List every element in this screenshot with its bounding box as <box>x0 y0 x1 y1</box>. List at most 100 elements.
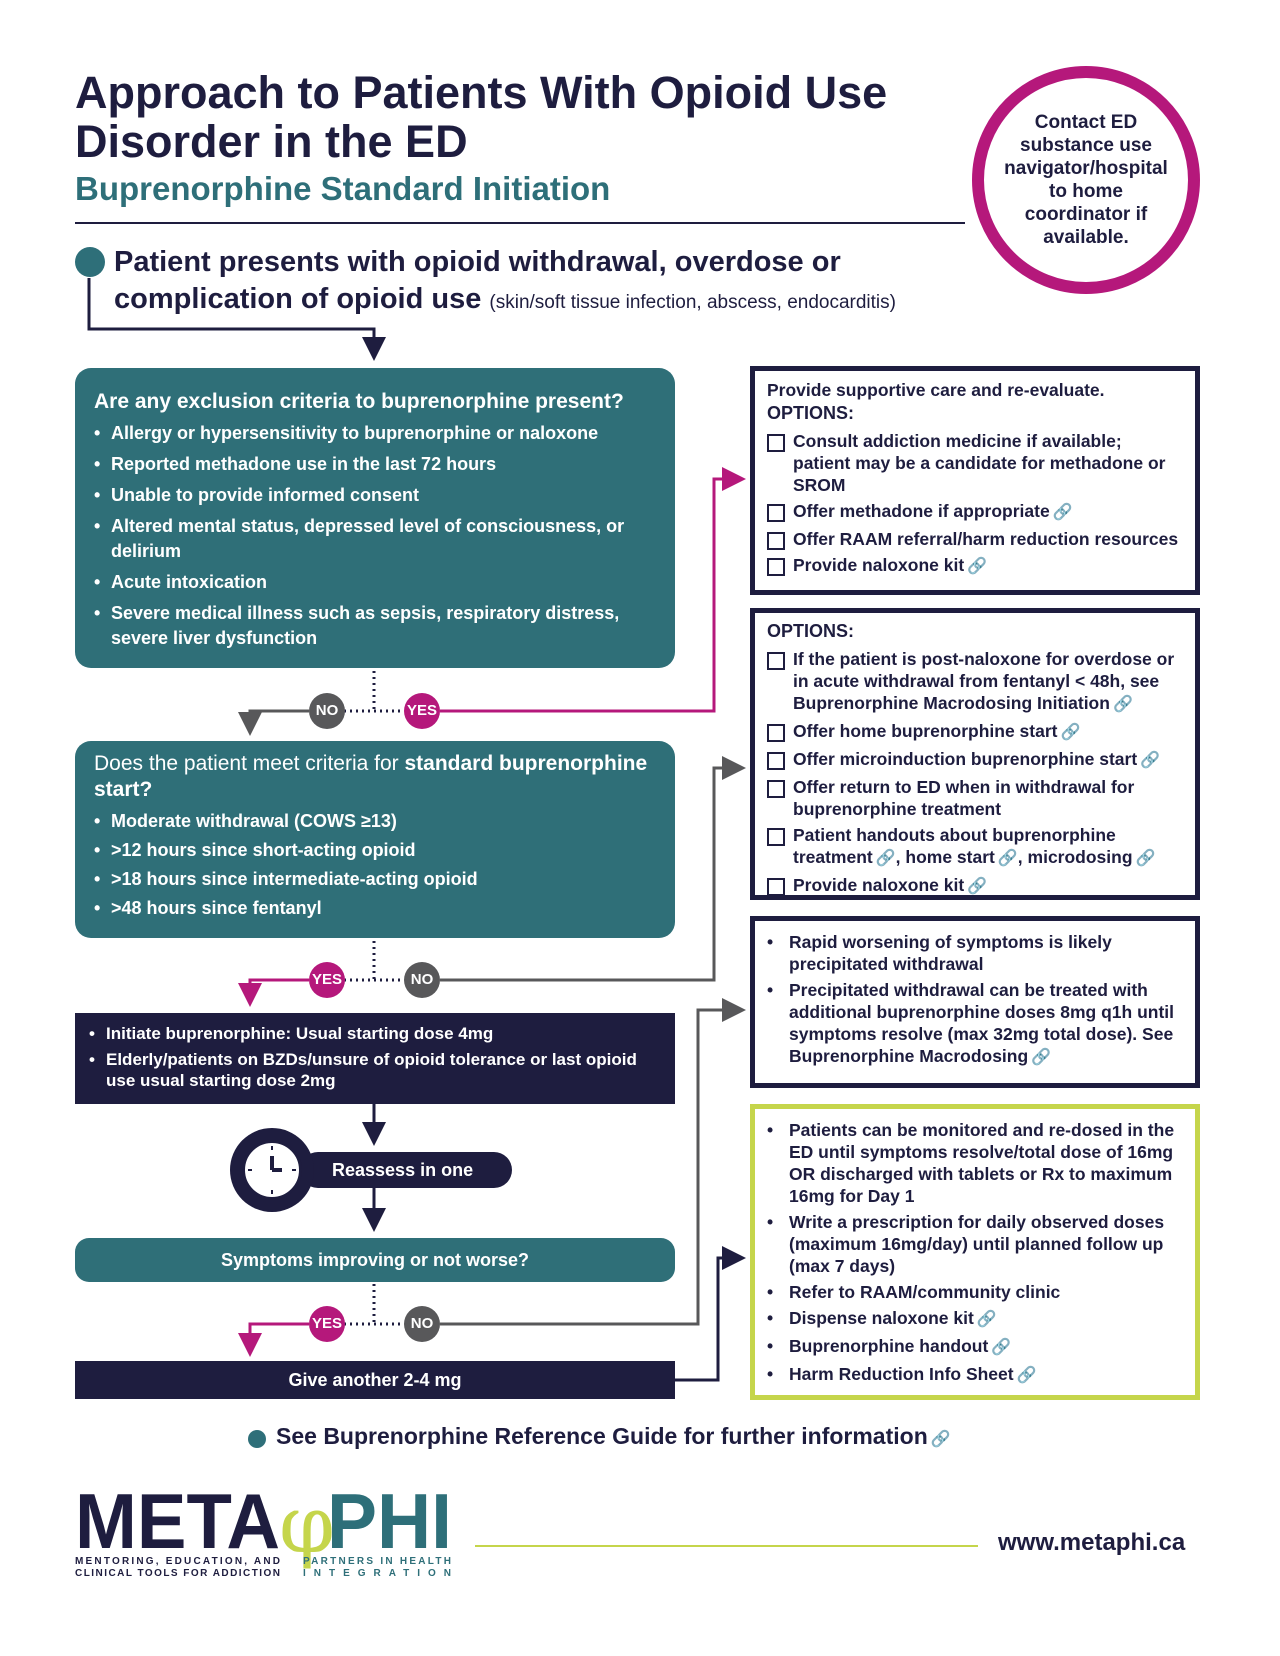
precipitated-withdrawal-box: Rapid worsening of symptoms is likely pr… <box>750 916 1200 1088</box>
criteria-item: >12 hours since short-acting opioid <box>94 838 656 862</box>
initiate-item: Elderly/patients on BZDs/unsure of opioi… <box>89 1049 661 1091</box>
box1-item-text: Offer RAAM referral/harm reduction resou… <box>793 529 1179 549</box>
link-icon[interactable]: 🔗 <box>976 1311 997 1328</box>
criteria-question: Does the patient meet criteria for stand… <box>94 751 656 803</box>
link-icon[interactable]: 🔗 <box>1112 696 1133 713</box>
link-icon[interactable]: 🔗 <box>1060 724 1081 741</box>
box1-item-text: Offer methadone if appropriate <box>793 501 1050 521</box>
contact-circle: Contact ED substance use navigator/hospi… <box>972 66 1200 294</box>
handouts-micro: , microdosing <box>1017 847 1133 867</box>
logo-right-word: PHI <box>327 1480 452 1565</box>
yes-badge: YES <box>309 962 345 998</box>
criteria-item: >48 hours since fentanyl <box>94 896 656 920</box>
link-icon[interactable]: 🔗 <box>1031 1049 1052 1066</box>
give-another-box: Give another 2-4 mg <box>75 1361 675 1399</box>
options-box: OPTIONS: If the patient is post-naloxone… <box>750 608 1200 900</box>
box2-item-text: If the patient is post-naloxone for over… <box>793 649 1175 713</box>
presentation-text: Patient presents with opioid withdrawal,… <box>114 244 994 321</box>
box2-item-text: Offer return to ED when in withdrawal fo… <box>793 777 1135 819</box>
reassess-pill: Reassess in one hour <box>300 1152 512 1216</box>
symptoms-question-box: Symptoms improving or not worse? <box>75 1238 675 1282</box>
connector-give-box4 <box>675 1246 746 1382</box>
exclusion-question: Are any exclusion criteria to buprenorph… <box>94 390 624 413</box>
presentation-detail: (skin/soft tissue infection, abscess, en… <box>489 292 896 313</box>
reassess-label: Reassess in one hour <box>318 1160 474 1216</box>
no-badge: NO <box>309 693 345 729</box>
page-subtitle: Buprenorphine Standard Initiation <box>75 170 611 207</box>
box4-item: Patients can be monitored and re-dosed i… <box>767 1119 1183 1207</box>
link-icon[interactable]: 🔗 <box>1052 504 1073 521</box>
logo-phi-glyph: φ <box>279 1480 335 1571</box>
link-icon[interactable]: 🔗 <box>1140 752 1161 769</box>
link-icon[interactable]: 🔗 <box>967 878 988 895</box>
exclusion-item: Allergy or hypersensitivity to buprenorp… <box>94 421 656 446</box>
box1-item-text: Provide naloxone kit <box>793 555 965 575</box>
handouts-text: Patient handouts about buprenorphine tre… <box>793 825 1116 867</box>
logo-right-tag-1: PARTNERS IN HEALTH <box>303 1556 451 1567</box>
box2-item-text: Offer home buprenorphine start <box>793 721 1058 741</box>
box1-item: Provide naloxone kit🔗 <box>767 554 1183 578</box>
box2-item: Offer microinduction buprenorphine start… <box>767 748 1183 772</box>
box2-item: If the patient is post-naloxone for over… <box>767 648 1183 716</box>
link-icon[interactable]: 🔗 <box>967 558 988 575</box>
criteria-item: Moderate withdrawal (COWS ≥13) <box>94 809 656 833</box>
criteria-question-bold: standard buprenorphine start? <box>94 752 648 801</box>
no-badge: NO <box>404 1306 440 1342</box>
box2-options-label: OPTIONS: <box>767 621 855 641</box>
consult-or: or <box>1147 453 1166 473</box>
exclusion-item: Severe medical illness such as sepsis, r… <box>94 601 656 651</box>
box1-item: Offer RAAM referral/harm reduction resou… <box>767 528 1183 550</box>
criteria-item: >18 hours since intermediate-acting opio… <box>94 867 656 891</box>
box1-item-consult: Consult addiction medicine if available;… <box>767 430 1183 496</box>
connector-crit-dots <box>344 941 404 982</box>
box2-item: Offer home buprenorphine start🔗 <box>767 720 1183 744</box>
discharge-box: Patients can be monitored and re-dosed i… <box>750 1104 1200 1400</box>
link-icon[interactable]: 🔗 <box>1016 1367 1037 1384</box>
box4-item-text: Buprenorphine handout <box>789 1336 989 1356</box>
box4-item-text: Harm Reduction Info Sheet <box>789 1364 1014 1384</box>
logo-left-tag-1: MENTORING, EDUCATION, AND <box>75 1556 280 1567</box>
symptoms-question: Symptoms improving or not worse? <box>220 1250 530 1270</box>
box4-item: Buprenorphine handout🔗 <box>767 1335 1183 1359</box>
box2-item: Provide naloxone kit🔗 <box>767 874 1183 898</box>
connector-crit-yes <box>238 978 309 1007</box>
exclusion-item: Altered mental status, depressed level o… <box>94 514 656 564</box>
yes-badge: YES <box>309 1306 345 1342</box>
box4-item-text: Dispense naloxone kit <box>789 1308 974 1328</box>
box2-item-handouts: Patient handouts about buprenorphine tre… <box>767 824 1183 870</box>
connector-excl-no <box>238 709 309 736</box>
link-icon[interactable]: 🔗 <box>1135 850 1156 867</box>
exclusion-item: Unable to provide informed consent <box>94 483 656 508</box>
connector-excl-dots <box>344 671 404 713</box>
link-icon[interactable]: 🔗 <box>930 1431 951 1448</box>
clock-face <box>242 1140 302 1200</box>
header-divider <box>75 222 965 224</box>
box1-intro: Provide supportive care and re-evaluate. <box>767 380 1105 400</box>
box3-item: Rapid worsening of symptoms is likely pr… <box>767 931 1183 975</box>
box1-item: Offer methadone if appropriate🔗 <box>767 500 1183 524</box>
contact-text: Contact ED substance use navigator/hospi… <box>1004 112 1168 248</box>
link-icon[interactable]: 🔗 <box>875 850 896 867</box>
box3-item-text: Precipitated withdrawal can be treated w… <box>789 980 1175 1066</box>
box4-item: Harm Reduction Info Sheet🔗 <box>767 1363 1183 1387</box>
box2-item: Offer return to ED when in withdrawal fo… <box>767 776 1183 820</box>
criteria-question-start: Does the patient meet criteria for <box>94 752 399 775</box>
link-icon[interactable]: 🔗 <box>991 1339 1012 1356</box>
box4-item: Refer to RAAM/community clinic <box>767 1281 1183 1303</box>
box4-item: Write a prescription for daily observed … <box>767 1211 1183 1277</box>
standard-start-criteria-box: Does the patient meet criteria for stand… <box>75 741 675 938</box>
consult-text: Consult addiction medicine if available;… <box>793 431 1122 473</box>
connector-symp-dots <box>344 1284 404 1326</box>
logo-left-word: META <box>75 1480 280 1565</box>
reference-guide-link[interactable]: See Buprenorphine Reference Guide for fu… <box>276 1423 951 1450</box>
give-another-label: Give another 2-4 mg <box>288 1370 462 1390</box>
box3-item: Precipitated withdrawal can be treated w… <box>767 979 1183 1069</box>
initiate-box: Initiate buprenorphine: Usual starting d… <box>75 1013 675 1104</box>
reference-text: See Buprenorphine Reference Guide for fu… <box>276 1423 928 1449</box>
connector-symp-yes <box>238 1322 309 1357</box>
link-icon[interactable]: 🔗 <box>997 850 1018 867</box>
consult-srom: SROM <box>793 475 846 495</box>
clock-hands <box>248 1146 296 1194</box>
website-link[interactable]: www.metaphi.ca <box>998 1529 1186 1556</box>
box2-item-text: Provide naloxone kit <box>793 875 965 895</box>
